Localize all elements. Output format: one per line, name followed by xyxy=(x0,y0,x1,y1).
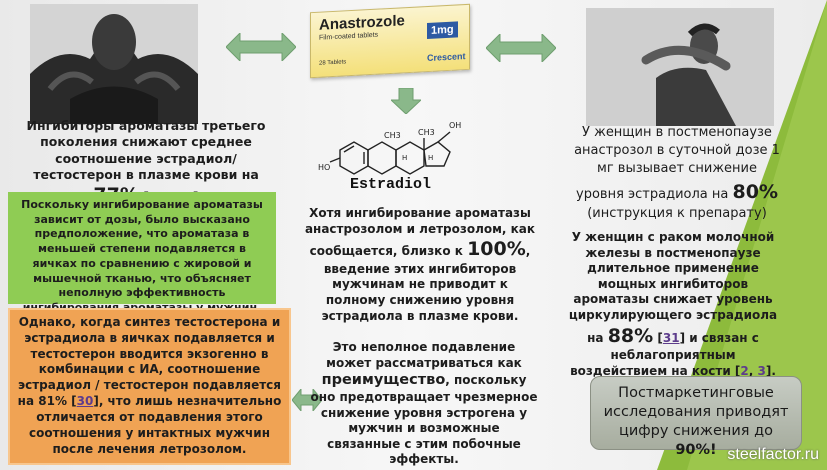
right-double-arrow-icon xyxy=(486,34,556,62)
center-text-block-1: Хотя ингибирование ароматазы анастрозоло… xyxy=(304,206,536,324)
ref-link-31[interactable]: 31 xyxy=(662,330,680,345)
molecule-h-label-1: H xyxy=(402,154,407,162)
center-block-1-text-before: Хотя ингибирование ароматазы анастрозоло… xyxy=(304,206,536,259)
orange-panel-text-before: Однако, когда синтез тестостерона и эстр… xyxy=(17,315,281,409)
center-left-double-arrow-icon xyxy=(292,389,322,411)
molecule-ch3-stem-label: CH3 xyxy=(418,128,435,137)
estradiol-structure-diagram: CH3 OH CH3 HO H H xyxy=(318,121,461,175)
right-caption-2-ref-close: ]. xyxy=(765,363,776,378)
pill-box-dose: 1mg xyxy=(427,21,458,40)
ref-link-3[interactable]: 3 xyxy=(757,363,766,378)
down-arrow-icon xyxy=(391,88,421,114)
site-watermark: steelfactor.ru xyxy=(727,446,819,463)
center-block-2-text-before: Это неполное подавление может рассматрив… xyxy=(326,340,522,370)
right-caption-2-text-mid: ] и связан с неблагоприятным воздействие… xyxy=(570,330,759,378)
molecule-ch3-label: CH3 xyxy=(384,131,401,140)
center-block-1-text-after: , введение этих ингибиторов мужчинам не … xyxy=(321,244,531,323)
left-caption-text: Ингибиторы ароматазы третьего поколения … xyxy=(26,118,266,182)
gray-panel-percent: 90%! xyxy=(675,441,717,458)
molecule-oh-label: OH xyxy=(449,121,461,130)
molecule-h-label-2: H xyxy=(428,154,433,162)
right-caption-2-ref-sep: , xyxy=(748,363,758,378)
orange-info-panel: Однако, когда синтез тестостерона и эстр… xyxy=(8,308,291,465)
athlete-photo xyxy=(586,8,774,126)
pill-box-count: 28 Tablets xyxy=(319,59,347,67)
ref-link-30[interactable]: 30 xyxy=(76,394,94,409)
anastrozole-pill-box: Anastrozole Film-coated tablets 1mg 28 T… xyxy=(310,3,470,79)
bodybuilder-photo xyxy=(30,4,198,124)
right-caption-1: У женщин в постменопаузе анастрозол в су… xyxy=(574,124,780,223)
molecule-name: Estradiol xyxy=(350,176,432,193)
molecule-ho-label: HO xyxy=(318,163,330,172)
right-caption-2-percent: 88% xyxy=(607,324,654,347)
left-caption: Ингибиторы ароматазы третьего поколения … xyxy=(22,118,270,208)
right-caption-2-ref-open: [ xyxy=(653,330,663,345)
left-double-arrow-icon xyxy=(226,33,296,61)
gray-panel-text-before: Постмаркетинговые исследования приводят … xyxy=(603,385,789,439)
ref-link-2[interactable]: 2 xyxy=(740,363,749,378)
center-block-2-text-after: , поскольку оно предотвращает чрезмерное… xyxy=(310,373,538,467)
gray-summary-panel: Постмаркетинговые исследования приводят … xyxy=(590,376,802,458)
right-caption-2-text-before: У женщин с раком молочной железы в постм… xyxy=(568,230,778,345)
pill-box-brand: Anastrozole xyxy=(319,12,405,34)
center-block-2-highlight: преимущество xyxy=(321,372,446,389)
pill-box-maker: Crescent xyxy=(427,51,466,64)
center-text-block-2: Это неполное подавление может рассматрив… xyxy=(310,340,538,468)
right-caption-1-text-after: (инструкция к препарату) xyxy=(587,206,767,222)
right-caption-1-percent: 80% xyxy=(732,180,778,203)
right-caption-1-text-before: У женщин в постменопаузе анастрозол в су… xyxy=(574,125,780,202)
green-panel-text: Поскольку ингибирование ароматазы зависи… xyxy=(21,198,263,314)
green-info-panel: Поскольку ингибирование ароматазы зависи… xyxy=(8,192,276,314)
orange-panel-text-after: ], что лишь незначительно отличается от … xyxy=(29,394,282,456)
center-block-1-percent: 100% xyxy=(467,238,526,261)
right-caption-2: У женщин с раком молочной железы в постм… xyxy=(564,230,782,379)
